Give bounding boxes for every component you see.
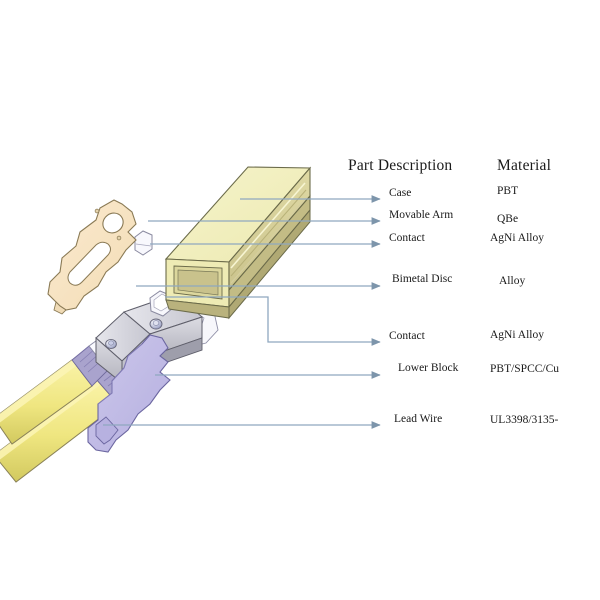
bimetal-disc-part (87, 334, 171, 453)
header-material: Material (497, 157, 552, 174)
material-label-lower-block-5: PBT/SPCC/Cu (490, 363, 560, 375)
part-label-bimetal-disc-3: Bimetal Disc (392, 273, 453, 285)
material-label-bimetal-disc-3: Alloy (499, 275, 526, 287)
part-label-contact-2: Contact (389, 232, 425, 244)
movable-arm-part (47, 199, 137, 315)
material-label-contact-4: AgNi Alloy (490, 329, 544, 341)
case-part (164, 166, 312, 320)
material-label-contact-2: AgNi Alloy (490, 232, 544, 244)
contact-upper-part (134, 230, 153, 256)
part-label-movable-arm-1: Movable Arm (389, 209, 454, 221)
part-label-lower-block-5: Lower Block (398, 362, 459, 374)
leader-line-contact (165, 296, 381, 346)
material-label-lead-wire-6: UL3398/3135- (490, 414, 559, 426)
material-label-movable-arm-1: QBe (497, 213, 519, 225)
leader-lines-group (103, 195, 381, 429)
header-part-description: Part Description (348, 157, 453, 174)
material-label-case-0: PBT (497, 185, 519, 197)
part-label-case-0: Case (389, 187, 412, 199)
part-label-lead-wire-6: Lead Wire (394, 413, 443, 425)
part-label-contact-4: Contact (389, 330, 425, 342)
